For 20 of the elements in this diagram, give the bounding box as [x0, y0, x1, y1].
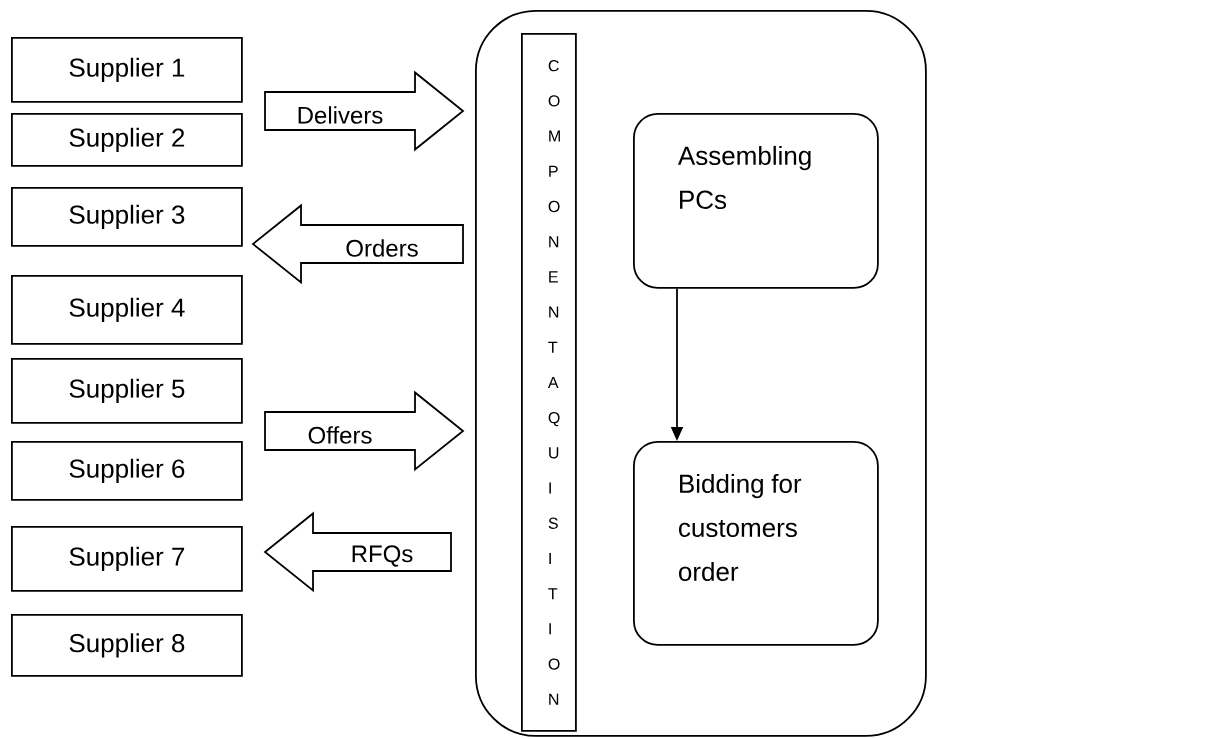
supplier-box: Supplier 5 — [11, 358, 243, 424]
block-arrow — [251, 203, 464, 285]
vertical-band: COMPONENT AQUISITION — [521, 33, 577, 732]
block-arrow — [264, 70, 465, 152]
supplier-box: Supplier 3 — [11, 187, 243, 247]
edge-label: RFQs — [352, 545, 413, 567]
supplier-box: Supplier 2 — [11, 113, 243, 167]
block-arrow — [263, 511, 452, 593]
edge-label: Offers — [308, 426, 372, 444]
block-arrow — [264, 390, 465, 472]
edge-label: Orders — [346, 239, 418, 257]
edge-label: Delivers — [298, 106, 383, 124]
supplier-box: Supplier 7 — [11, 526, 243, 592]
supplier-box: Supplier 1 — [11, 37, 243, 103]
process-box: Assembling PCs — [633, 113, 879, 289]
supplier-box: Supplier 6 — [11, 441, 243, 501]
container-box — [475, 10, 927, 737]
supplier-box: Supplier 8 — [11, 614, 243, 677]
supplier-box: Supplier 4 — [11, 275, 243, 345]
process-box: Bidding for customers order — [633, 441, 879, 646]
